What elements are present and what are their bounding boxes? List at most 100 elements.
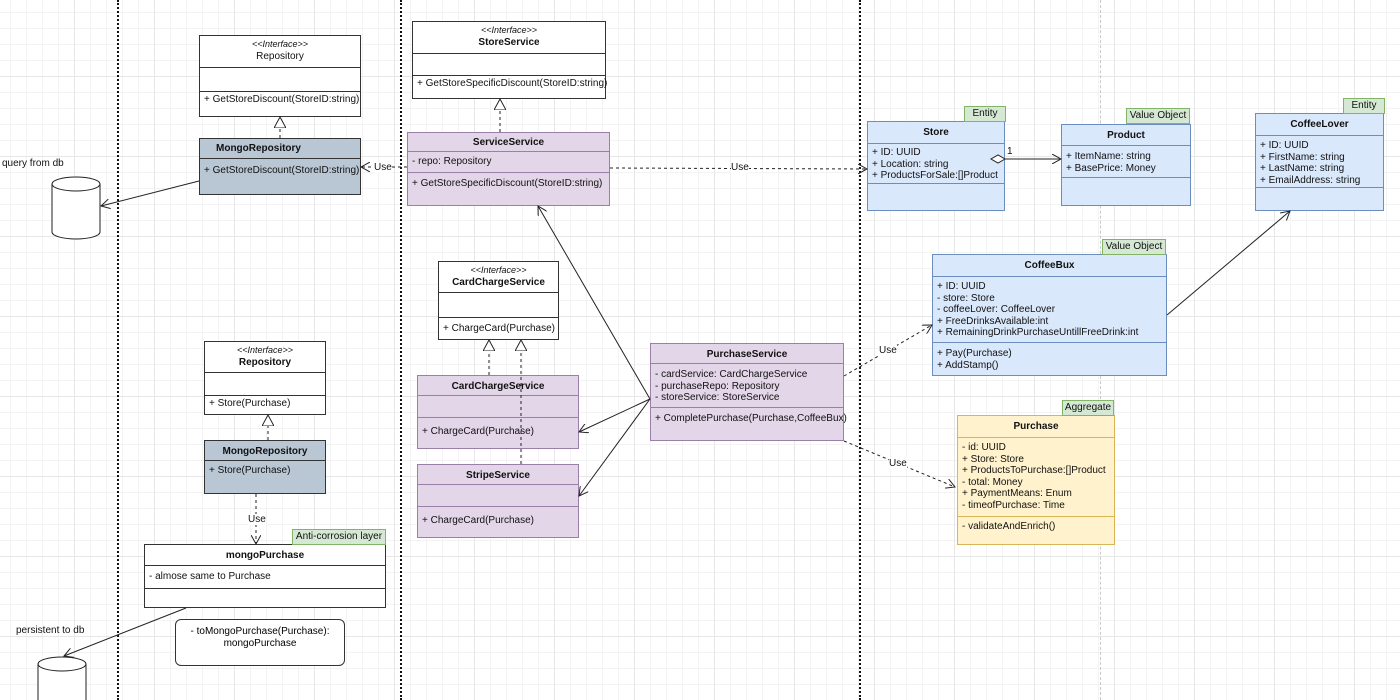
database-icon — [51, 176, 101, 240]
class-name: Product — [1107, 130, 1145, 141]
note-line: mongoPurchase — [223, 638, 297, 649]
attribute-item: + ID: UUID — [1260, 140, 1309, 151]
coffee-bux-value-object-box[interactable]: CoffeeBux + ID: UUID - store: Store - co… — [932, 254, 1167, 376]
attribute-item: + ProductsToPurchase:[]Product — [962, 465, 1106, 476]
use-label: Use — [731, 162, 749, 173]
stereotype-label: <<Interface>> — [480, 25, 538, 35]
method-item: + Store(Purchase) — [209, 398, 291, 409]
aggregate-tag: Aggregate — [1062, 400, 1114, 416]
stripe-service-box[interactable]: StripeService + ChargeCard(Purchase) — [417, 464, 579, 538]
attribute-item: - storeService: StoreService — [655, 392, 780, 403]
layer-divider — [859, 0, 861, 700]
class-name: Store — [923, 127, 949, 138]
stereotype-label: <<Interface>> — [236, 345, 294, 355]
method-item: + CompletePurchase(Purchase,CoffeeBux) — [655, 413, 847, 424]
class-name: CoffeeBux — [1024, 260, 1075, 271]
method-item: + AddStamp() — [937, 359, 999, 371]
card-charge-interface-box[interactable]: <<Interface>> CardChargeService + ChargeC… — [438, 261, 559, 340]
association-edge — [101, 180, 200, 206]
coffee-lover-entity-box[interactable]: CoffeeLover + ID: UUID + FirstName: stri… — [1255, 113, 1384, 211]
attribute-item: + ID: UUID — [937, 281, 986, 292]
class-name: Repository — [256, 51, 304, 62]
mongo-repository-box[interactable]: MongoRepository + GetStoreDiscount(Store… — [199, 138, 361, 195]
method-item: + ChargeCard(Purchase) — [422, 426, 534, 437]
class-name: CardChargeService — [452, 277, 545, 288]
mongo-repository-box[interactable]: MongoRepository + Store(Purchase) — [204, 440, 326, 494]
method-item: + ChargeCard(Purchase) — [422, 515, 534, 526]
attribute-item: - coffeeLover: CoffeeLover — [937, 304, 1056, 315]
attribute-item: - repo: Repository — [412, 156, 492, 167]
card-charge-service-box[interactable]: CardChargeService + ChargeCard(Purchase) — [417, 375, 579, 449]
association-edge — [64, 607, 187, 656]
class-name: CardChargeService — [451, 381, 545, 392]
entity-tag: Entity — [1343, 98, 1385, 114]
use-label: Use — [879, 345, 897, 356]
attribute-item: + ItemName: string — [1066, 151, 1151, 162]
attribute-item: + ID: UUID — [872, 147, 921, 158]
persistent-to-db-label: persistent to db — [16, 625, 85, 636]
store-service-interface-box[interactable]: <<Interface>> StoreService + GetStoreSpec… — [412, 21, 608, 99]
method-item: + Pay(Purchase) — [937, 348, 1012, 359]
repository-interface-box[interactable]: <<Interface>> Repository + Store(Purchase… — [204, 341, 326, 415]
use-label: Use — [374, 162, 392, 173]
association-edge — [579, 398, 651, 432]
method-item: + GetStoreSpecificDiscount(StoreID:strin… — [417, 78, 608, 89]
class-name: StripeService — [466, 470, 530, 481]
class-name: PurchaseService — [706, 349, 788, 360]
attribute-item: + RemainingDrinkPurchaseUntillFreeDrink:… — [937, 327, 1139, 338]
value-object-tag: Value Object — [1102, 239, 1166, 255]
class-name: ServiceService — [472, 137, 545, 148]
attribute-item: + PaymentMeans: Enum — [962, 488, 1072, 499]
layer-divider — [400, 0, 402, 700]
class-name: Purchase — [1013, 421, 1059, 432]
use-label: Use — [889, 458, 907, 469]
attribute-item: - store: Store — [937, 292, 995, 304]
association-edge — [1166, 211, 1290, 316]
class-name: MongoRepository — [222, 446, 308, 457]
method-item: + ChargeCard(Purchase) — [443, 323, 555, 334]
attribute-item: + EmailAddress: string — [1260, 174, 1361, 186]
class-name: mongoPurchase — [225, 550, 305, 561]
method-item: - validateAndEnrich() — [962, 521, 1056, 532]
layer-divider — [117, 0, 119, 700]
stereotype-label: <<Interface>> — [251, 39, 309, 49]
database-icon — [37, 656, 87, 700]
class-name: CoffeeLover — [1290, 119, 1349, 130]
anti-corrosion-layer-tag: Anti-corrosion layer — [292, 529, 386, 545]
purchase-service-box[interactable]: PurchaseService - cardService: CardCharg… — [650, 343, 847, 441]
attribute-item: + LastName: string — [1260, 163, 1345, 174]
association-edge — [538, 206, 651, 400]
class-name: Repository — [238, 357, 292, 368]
entity-tag: Entity — [964, 106, 1006, 122]
note-line: - toMongoPurchase(Purchase): — [190, 626, 330, 637]
attribute-item: - purchaseRepo: Repository — [655, 380, 780, 392]
class-name: MongoRepository — [216, 143, 301, 154]
attribute-item: + ProductsForSale:[]Product — [872, 170, 998, 181]
method-item: + Store(Purchase) — [209, 465, 291, 476]
class-name: StoreService — [478, 37, 540, 48]
query-from-db-label: query from db — [2, 158, 64, 169]
attribute-item: + FreeDrinksAvailable:int — [937, 315, 1049, 327]
method-item: + GetStoreSpecificDiscount(StoreID:strin… — [412, 178, 603, 189]
converter-note[interactable]: - toMongoPurchase(Purchase): mongoPurcha… — [175, 619, 345, 666]
stereotype-label: <<Interface>> — [470, 265, 527, 275]
attribute-item: - almose same to Purchase — [149, 571, 271, 582]
attribute-item: - timeofPurchase: Time — [962, 499, 1065, 511]
value-object-tag: Value Object — [1126, 108, 1190, 124]
attribute-item: - id: UUID — [962, 442, 1006, 453]
method-item: + GetStoreDiscount(StoreID:string) — [204, 94, 360, 105]
method-item: + GetStoreDiscount(StoreID:string) — [204, 165, 360, 176]
attribute-item: + FirstName: string — [1260, 151, 1345, 163]
purchase-aggregate-box[interactable]: Purchase - id: UUID + Store: Store + Pro… — [957, 415, 1115, 545]
attribute-item: + BasePrice: Money — [1066, 162, 1156, 174]
mongo-purchase-box[interactable]: mongoPurchase - almose same to Purchase — [144, 544, 386, 608]
multiplicity-label: 1 — [1007, 146, 1013, 157]
product-value-object-box[interactable]: Product + ItemName: string + BasePrice: … — [1061, 124, 1191, 206]
attribute-item: + Store: Store — [962, 453, 1024, 465]
use-label: Use — [248, 514, 266, 525]
attribute-item: + Location: string — [872, 158, 949, 170]
service-service-box[interactable]: ServiceService - repo: Repository + GetS… — [407, 132, 610, 206]
association-edge — [579, 398, 651, 496]
attribute-item: - total: Money — [962, 476, 1023, 488]
